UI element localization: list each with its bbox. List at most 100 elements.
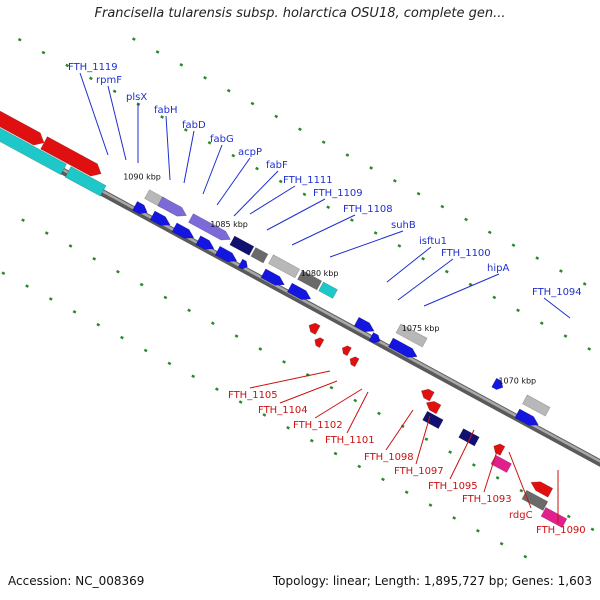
gene-label-acpp[interactable]: acpP	[238, 147, 262, 158]
gene-feature-lower-7[interactable]	[458, 428, 480, 447]
gene-feature-lower-2[interactable]	[341, 345, 352, 357]
tick-mark	[464, 217, 468, 222]
tick-mark	[187, 308, 192, 313]
tick-mark	[17, 37, 22, 42]
gene-label-fth-1093[interactable]: FTH_1093	[462, 494, 512, 505]
gene-feature-upper-10[interactable]	[149, 210, 171, 226]
gene-feature-upper-0[interactable]	[0, 108, 45, 146]
tick-mark	[471, 463, 476, 467]
gene-feature-lower-12[interactable]	[540, 507, 568, 529]
gene-label-fth-1100[interactable]: FTH_1100	[441, 248, 491, 259]
leader-line-fth-1097	[415, 415, 431, 465]
gene-feature-upper-6[interactable]	[188, 213, 231, 241]
tick-mark	[381, 477, 385, 482]
scale-label-3: 1075 kbp	[402, 324, 440, 333]
gene-label-rdgc[interactable]: rdgC	[509, 510, 533, 521]
tick-mark	[167, 361, 172, 366]
tick-mark	[298, 127, 302, 132]
gene-feature-upper-12[interactable]	[195, 235, 215, 250]
gene-feature-upper-2[interactable]	[0, 121, 67, 176]
gene-label-isftu1[interactable]: isftu1	[419, 236, 447, 247]
gene-label-fth-1108[interactable]: FTH_1108	[343, 204, 393, 215]
tick-mark	[440, 204, 445, 209]
gene-feature-upper-3[interactable]	[64, 166, 107, 197]
gene-feature-lower-6[interactable]	[422, 410, 444, 430]
tick-mark	[516, 308, 520, 313]
gene-label-suhb[interactable]: suhB	[391, 220, 416, 231]
gene-label-fth-1094[interactable]: FTH_1094	[532, 287, 582, 298]
tick-mark	[539, 321, 544, 325]
tick-mark	[333, 451, 338, 456]
gene-label-fth-1098[interactable]: FTH_1098	[364, 452, 414, 463]
gene-label-fabf[interactable]: fabF	[266, 160, 288, 171]
gene-feature-upper-9[interactable]	[132, 201, 148, 215]
gene-label-hipa[interactable]: hipA	[487, 263, 509, 274]
tick-mark	[421, 256, 426, 261]
scale-label-0: 1090 kbp	[123, 173, 161, 182]
tick-mark	[282, 360, 286, 364]
gene-feature-lower-1[interactable]	[314, 337, 325, 349]
gene-feature-upper-8[interactable]	[250, 247, 269, 264]
leader-line-fth-1119	[79, 72, 109, 156]
gene-feature-upper-1[interactable]	[40, 136, 102, 177]
tick-mark	[163, 295, 168, 300]
gene-feature-lower-10[interactable]	[530, 481, 554, 498]
tick-mark	[357, 464, 362, 469]
gene-feature-lower-0[interactable]	[308, 322, 321, 335]
leader-line-fth-1100	[397, 258, 454, 301]
accession-text: Accession: NC_008369	[8, 574, 145, 588]
gene-feature-upper-19[interactable]	[286, 282, 312, 300]
gene-feature-upper-20[interactable]	[353, 316, 375, 333]
gene-label-fabg[interactable]: fabG	[210, 134, 234, 145]
gene-feature-lower-5[interactable]	[425, 401, 442, 415]
tick-mark	[369, 166, 374, 170]
gene-label-fabh[interactable]: fabH	[154, 105, 178, 116]
gene-feature-upper-21[interactable]	[368, 332, 381, 344]
tick-mark	[428, 503, 433, 507]
tick-mark	[590, 527, 595, 532]
leader-line-fabf	[233, 170, 279, 217]
gene-label-fth-1111[interactable]: FTH_1111	[283, 175, 333, 186]
gene-feature-lower-4[interactable]	[420, 388, 435, 402]
gene-label-fth-1119[interactable]: FTH_1119	[68, 62, 118, 73]
gene-feature-upper-11[interactable]	[171, 222, 195, 239]
gene-feature-upper-18[interactable]	[260, 268, 285, 286]
gene-feature-upper-22[interactable]	[395, 323, 428, 348]
gene-label-fth-1104[interactable]: FTH_1104	[258, 405, 308, 416]
gene-label-fth-1102[interactable]: FTH_1102	[293, 420, 343, 431]
gene-features[interactable]	[0, 108, 600, 529]
gene-label-fabd[interactable]: fabD	[182, 120, 206, 131]
gene-feature-upper-26[interactable]	[514, 408, 539, 426]
gene-labels[interactable]: FTH_1119 rpmF plsX fabH fabD fabG acpP fabF FTH_…	[68, 62, 586, 536]
gene-label-rpmf[interactable]: rpmF	[96, 75, 122, 86]
gene-feature-upper-23[interactable]	[387, 337, 418, 358]
gene-label-fth-1095[interactable]: FTH_1095	[428, 481, 478, 492]
tick-mark	[120, 335, 124, 340]
gene-feature-upper-13[interactable]	[214, 245, 238, 263]
gene-label-fth-1097[interactable]: FTH_1097	[394, 466, 444, 477]
gene-feature-upper-16[interactable]	[297, 270, 323, 291]
gene-feature-upper-7[interactable]	[229, 235, 255, 256]
gene-feature-lower-11[interactable]	[521, 489, 549, 511]
leader-line-fth-1098	[385, 409, 414, 451]
gene-feature-lower-9[interactable]	[490, 454, 512, 473]
gene-feature-upper-14[interactable]	[237, 258, 248, 270]
tick-mark	[210, 321, 215, 326]
gene-label-fth-1105[interactable]: FTH_1105	[228, 390, 278, 401]
gene-feature-lower-8[interactable]	[493, 443, 506, 456]
tick-mark	[329, 385, 334, 390]
gene-label-plsx[interactable]: plsX	[126, 92, 147, 103]
gene-label-fth-1101[interactable]: FTH_1101	[325, 435, 375, 446]
gene-feature-upper-15[interactable]	[268, 254, 301, 279]
gene-feature-lower-3[interactable]	[349, 356, 360, 368]
gene-label-fth-1090[interactable]: FTH_1090	[536, 525, 586, 536]
gene-feature-upper-17[interactable]	[318, 281, 338, 299]
tick-mark	[48, 297, 53, 301]
gene-feature-upper-5[interactable]	[157, 196, 188, 217]
gene-feature-upper-24[interactable]	[491, 377, 504, 390]
gene-label-fth-1109[interactable]: FTH_1109	[313, 188, 363, 199]
tick-mark	[116, 269, 120, 274]
tick-mark	[468, 282, 473, 287]
gene-feature-upper-25[interactable]	[522, 394, 551, 417]
